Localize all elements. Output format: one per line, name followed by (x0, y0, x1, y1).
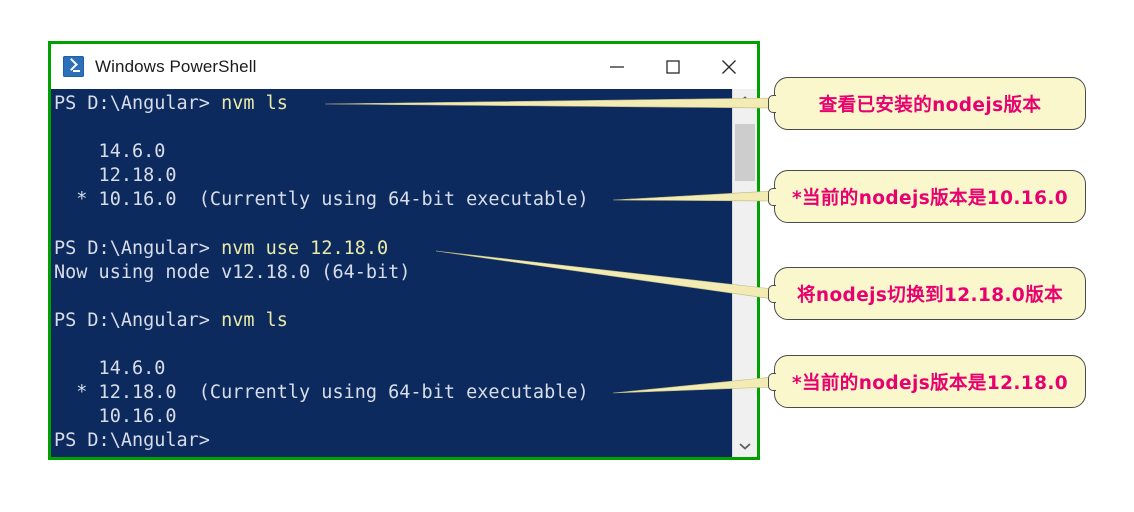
powershell-icon (63, 56, 84, 77)
callout-view-installed-versions: 查看已安装的nodejs版本 (768, 77, 1086, 130)
scrollbar-thumb[interactable] (735, 124, 755, 181)
console-line (54, 285, 732, 309)
console-line: PS D:\Angular> nvm use 12.18.0 (54, 237, 732, 261)
callout-text: 将nodejs切换到12.18.0版本 (796, 284, 1064, 306)
powershell-window: Windows PowerShell PS D:\Angular> nvm ls… (48, 41, 760, 460)
console-line (54, 116, 732, 140)
console-line: Now using node v12.18.0 (64-bit) (54, 261, 411, 283)
console-line: 14.6.0 (54, 358, 166, 380)
scroll-down-arrow[interactable] (733, 435, 757, 457)
console-command: nvm use 12.18.0 (221, 237, 389, 259)
console-line: 12.18.0 (54, 165, 177, 187)
console-prompt: PS D:\Angular> (54, 93, 222, 114)
callout-current-version-12: *当前的nodejs版本是12.18.0 (768, 355, 1086, 408)
console-line (54, 333, 732, 357)
console-output[interactable]: PS D:\Angular> nvm ls 14.6.0 12.18.0 * 1… (51, 89, 732, 457)
callout-current-version-10: *当前的nodejs版本是10.16.0 (768, 170, 1086, 223)
console-line (54, 212, 732, 236)
console-line: PS D:\Angular> nvm ls (54, 92, 732, 116)
console-line: PS D:\Angular> nvm ls (54, 309, 732, 333)
close-button[interactable] (701, 44, 757, 89)
console-line: PS D:\Angular> (54, 429, 732, 453)
window-title: Windows PowerShell (95, 56, 257, 76)
maximize-button[interactable] (645, 44, 701, 89)
console-line: * 12.18.0 (Currently using 64-bit execut… (54, 382, 589, 404)
console-command: nvm ls (221, 93, 288, 114)
title-bar[interactable]: Windows PowerShell (51, 44, 757, 89)
console-command: nvm ls (221, 309, 288, 331)
console-line: * 10.16.0 (Currently using 64-bit execut… (54, 189, 589, 211)
callout-text: *当前的nodejs版本是10.16.0 (791, 187, 1069, 209)
console-scrollbar[interactable] (732, 89, 757, 457)
callout-text: 查看已安装的nodejs版本 (818, 94, 1042, 116)
scroll-up-arrow[interactable] (733, 89, 757, 111)
callout-text: *当前的nodejs版本是12.18.0 (791, 372, 1069, 394)
console-line: 14.6.0 (54, 141, 166, 163)
console-area: PS D:\Angular> nvm ls 14.6.0 12.18.0 * 1… (51, 89, 757, 457)
callout-switch-version: 将nodejs切换到12.18.0版本 (768, 267, 1086, 320)
window-controls (589, 44, 757, 89)
console-prompt: PS D:\Angular> (54, 309, 222, 331)
minimize-button[interactable] (589, 44, 645, 89)
console-line: 10.16.0 (54, 406, 177, 428)
console-prompt: PS D:\Angular> (54, 237, 222, 259)
console-prompt: PS D:\Angular> (54, 430, 210, 452)
